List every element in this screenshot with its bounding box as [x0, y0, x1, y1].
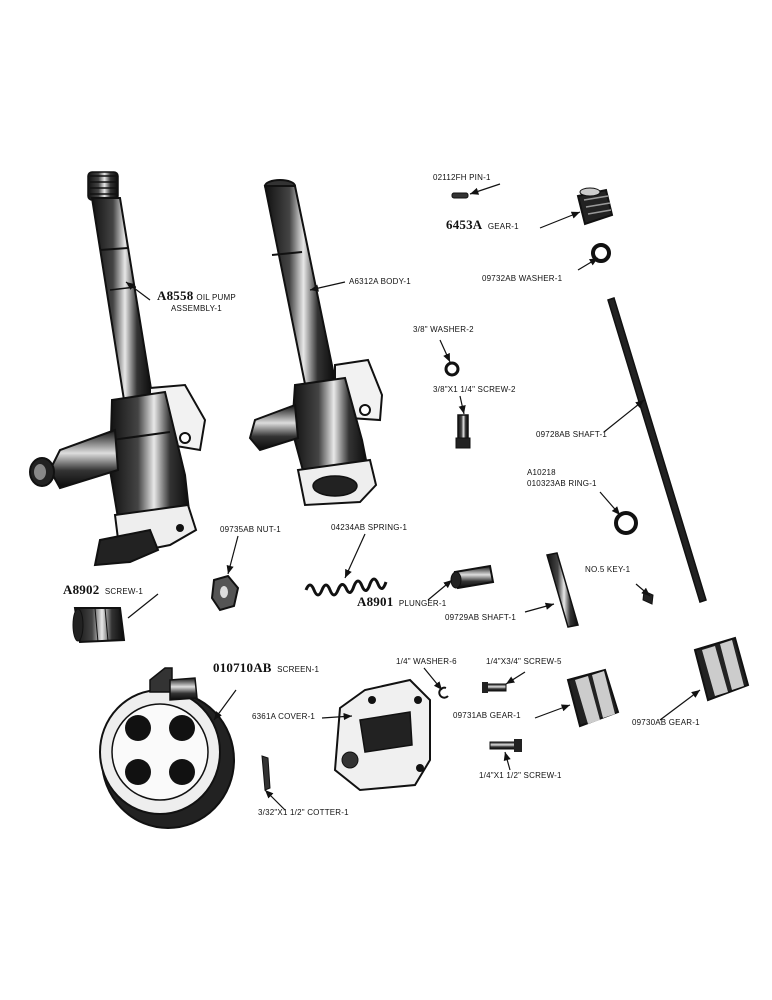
label-ring-line1: A10218	[527, 468, 556, 477]
key-no5	[642, 590, 654, 605]
label-cover: 6361A COVER-1	[252, 712, 316, 721]
label-screen-code: 010710AB	[213, 660, 272, 675]
spring-04234	[304, 577, 388, 597]
label-plunger-text: PLUNGER-1	[398, 599, 447, 608]
ring-010323	[614, 511, 638, 535]
label-key: NO.5 KEY-1	[585, 565, 631, 574]
gear-09730	[693, 636, 750, 702]
plunger-a8901	[450, 564, 495, 590]
pin	[451, 192, 469, 199]
label-oil-pump-line1: OIL PUMP	[196, 293, 236, 302]
label-screw-a8902-code: A8902	[63, 582, 100, 597]
label-cotter: 3/32"X1 1/2" COTTER-1	[258, 808, 349, 817]
label-oil-pump-line2: ASSEMBLY-1	[171, 304, 222, 313]
label-ring-line2: 010323AB RING-1	[527, 479, 597, 488]
cover-6361a	[333, 678, 431, 792]
label-washer-3-8: 3/8" WASHER-2	[413, 325, 474, 334]
label-nut: 09735AB NUT-1	[220, 525, 281, 534]
label-ring: A10218 010323AB RING-1	[527, 467, 597, 489]
label-shaft-09729: 09729AB SHAFT-1	[445, 613, 517, 622]
screw-1-4-3-4	[482, 682, 507, 693]
cotter	[261, 755, 271, 791]
label-screen: 010710AB SCREEN-1	[213, 660, 320, 675]
label-gear-6453a-code: 6453A	[446, 217, 483, 232]
label-screen-text: SCREEN-1	[277, 665, 320, 674]
label-screw-1-4-1-2: 1/4"X1 1/2" SCREW-1	[479, 771, 562, 780]
label-gear-09730: 09730AB GEAR-1	[632, 718, 700, 727]
screw-a8902	[72, 607, 126, 644]
label-spring: 04234AB SPRING-1	[331, 523, 408, 532]
label-screw-a8902-text: SCREW-1	[104, 587, 143, 596]
label-oil-pump-code: A8558	[157, 288, 194, 303]
label-pin: 02112FH PIN-1	[433, 173, 491, 182]
gear-6453a	[576, 187, 614, 226]
screen-010710	[99, 667, 235, 829]
shaft-09729	[546, 552, 579, 628]
label-shaft-09728: 09728AB SHAFT-1	[536, 430, 608, 439]
gear-09731	[566, 668, 620, 728]
label-screw-a8902: A8902 SCREW-1	[63, 582, 143, 597]
label-plunger: A8901 PLUNGER-1	[357, 594, 447, 609]
screw-1-4-1-2	[489, 739, 522, 752]
nut-09735	[210, 574, 240, 612]
label-washer-1-4: 1/4" WASHER-6	[396, 657, 457, 666]
washer-1-4	[438, 686, 449, 699]
oil-pump-assembly	[29, 171, 207, 567]
pump-body	[248, 179, 384, 507]
label-gear-6453a-text: GEAR-1	[487, 222, 519, 231]
label-gear-6453a: 6453A GEAR-1	[446, 217, 519, 232]
leader-lines	[125, 183, 701, 811]
label-washer-09732: 09732AB WASHER-1	[482, 274, 563, 283]
washer-3-8	[444, 361, 460, 377]
washer-09732	[591, 243, 611, 263]
label-screw-1-4-3-4: 1/4"X3/4" SCREW-5	[486, 657, 562, 666]
shaft-09728	[607, 297, 707, 603]
label-screw-3-8: 3/8"X1 1/4" SCREW-2	[433, 385, 516, 394]
screw-3-8	[455, 414, 471, 449]
label-plunger-code: A8901	[357, 594, 394, 609]
label-body: A6312A BODY-1	[349, 277, 411, 286]
label-gear-09731: 09731AB GEAR-1	[453, 711, 521, 720]
